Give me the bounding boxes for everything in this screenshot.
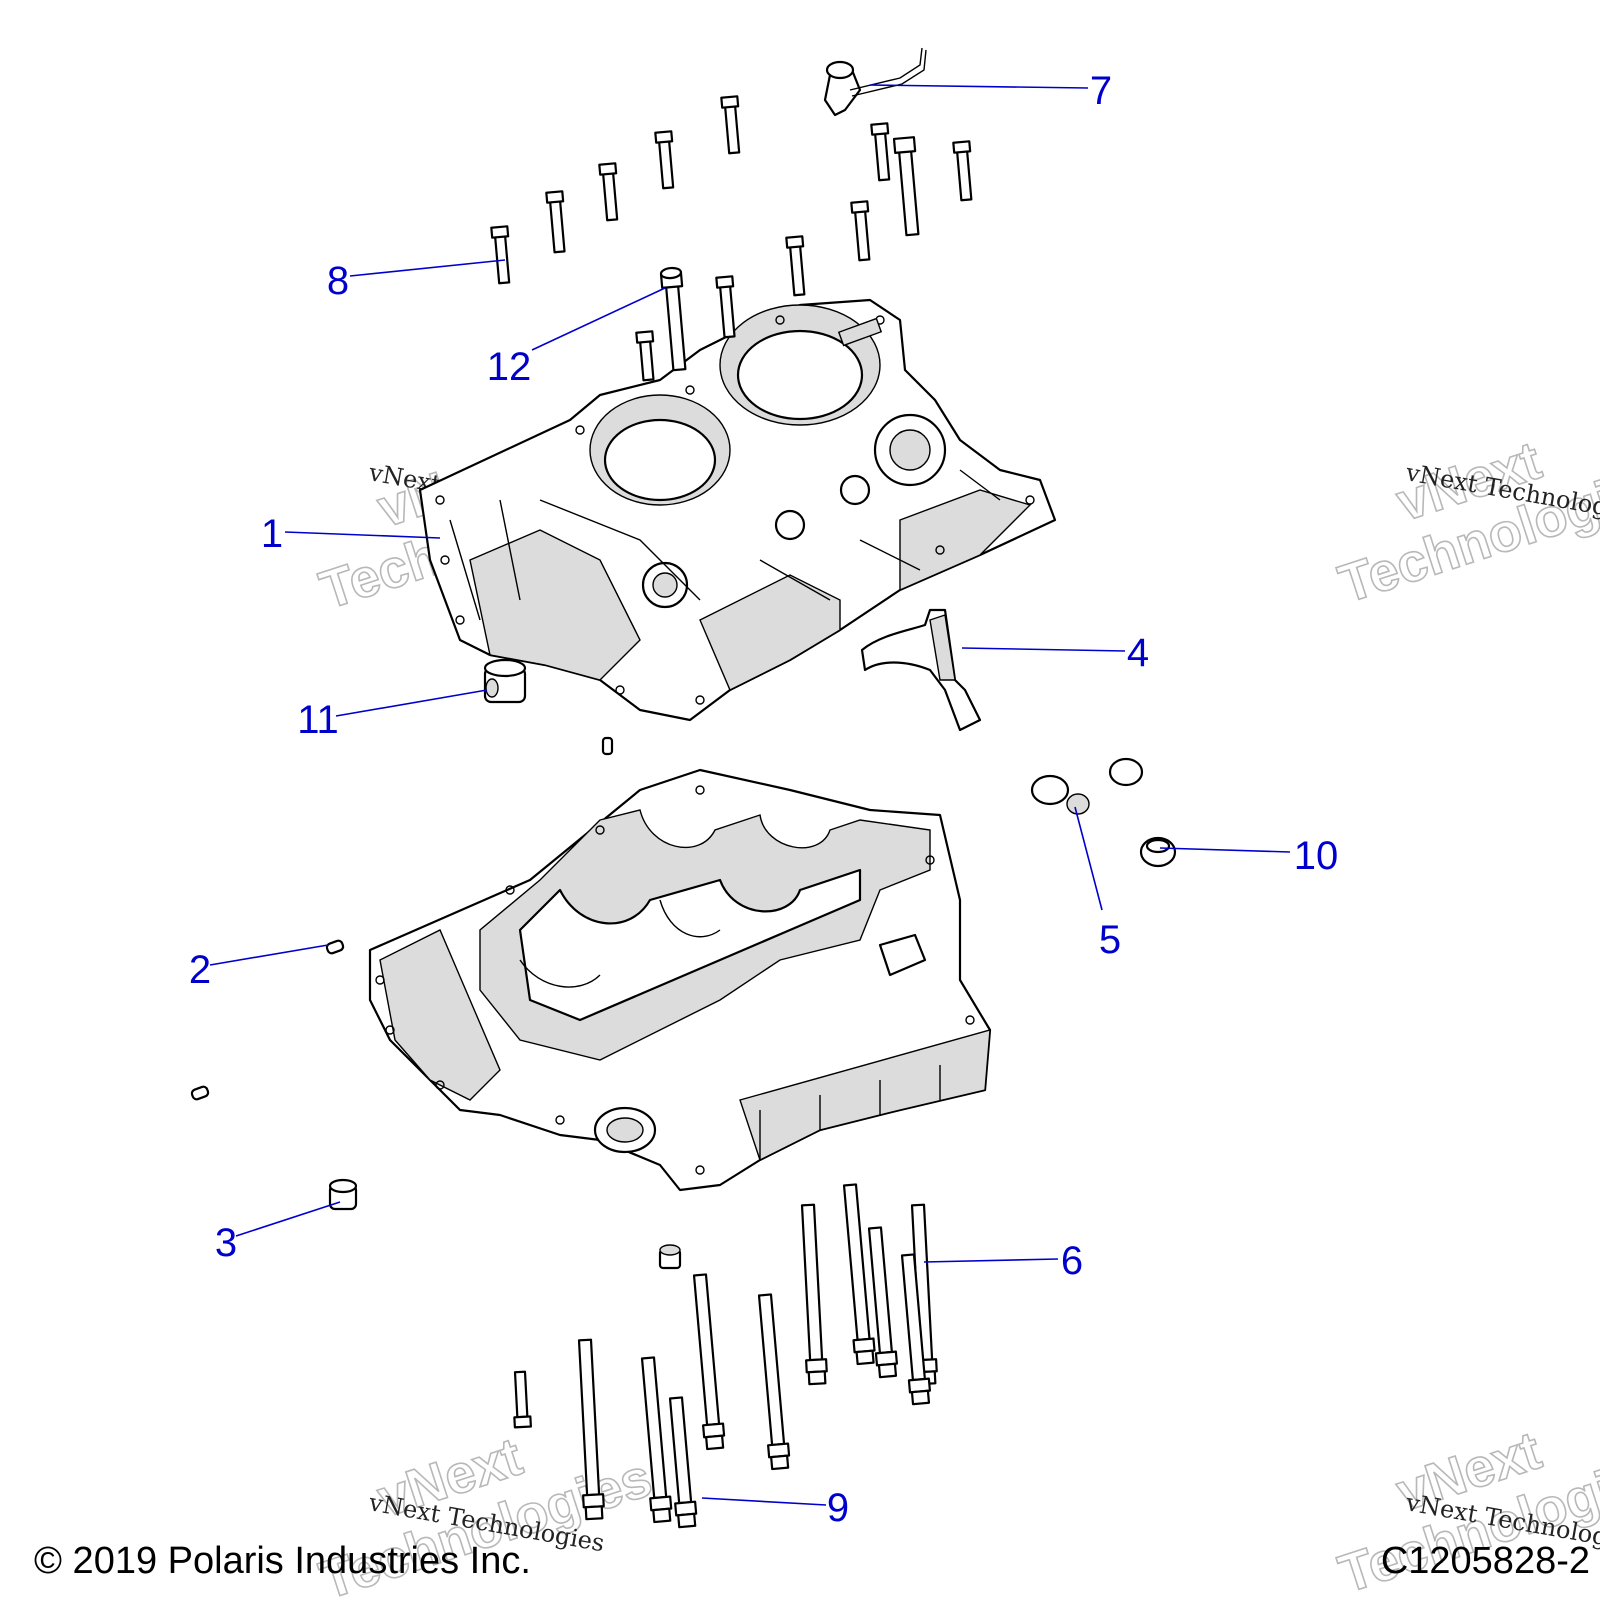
callout-12: 12	[487, 345, 532, 389]
leader-5	[1074, 806, 1103, 911]
leader-lines	[209, 84, 1291, 1506]
callout-8: 8	[327, 259, 349, 303]
callout-1: 1	[261, 512, 283, 556]
callout-11: 11	[297, 698, 339, 742]
callout-9: 9	[827, 1486, 849, 1530]
plug-part-11	[483, 658, 527, 704]
callout-6: 6	[1061, 1239, 1083, 1283]
dowel-part-2	[190, 939, 345, 1101]
drawing-id: C1205828-2	[1381, 1540, 1590, 1582]
copyright-text: © 2019 Polaris Industries Inc.	[34, 1540, 531, 1582]
leader-3	[235, 1201, 341, 1237]
callout-4: 4	[1127, 631, 1149, 675]
leader-6	[923, 1258, 1059, 1263]
flange-bolt-part-12	[659, 266, 687, 372]
leader-9	[701, 1497, 827, 1506]
sensor-part-7	[823, 47, 927, 117]
upper-crankcase	[418, 298, 1057, 722]
callout-2: 2	[189, 948, 211, 992]
upper-bolts-part-8	[490, 95, 973, 382]
lower-bolts-part-6-9	[513, 1183, 938, 1529]
dowel-between	[601, 736, 614, 756]
callout-10: 10	[1294, 834, 1339, 878]
small-plug-lower	[658, 1244, 682, 1270]
lower-crankcase	[368, 768, 992, 1192]
leader-4	[961, 647, 1126, 652]
callout-7: 7	[1090, 69, 1112, 113]
plugs-part-5	[1030, 757, 1144, 815]
callout-numbers: 1 2 3 4 5 6 7 8 9 10 11 12	[189, 69, 1338, 1530]
callout-3: 3	[215, 1221, 237, 1265]
leader-2	[209, 944, 329, 966]
leader-11	[335, 689, 488, 717]
plug-part-10	[1139, 836, 1177, 868]
leader-7	[869, 84, 1089, 89]
leader-12	[531, 287, 666, 351]
leader-1	[284, 531, 441, 539]
leader-10	[1159, 847, 1291, 853]
leader-8	[349, 259, 506, 277]
bearing-cap-part-4	[860, 608, 982, 732]
callout-5: 5	[1099, 918, 1121, 962]
